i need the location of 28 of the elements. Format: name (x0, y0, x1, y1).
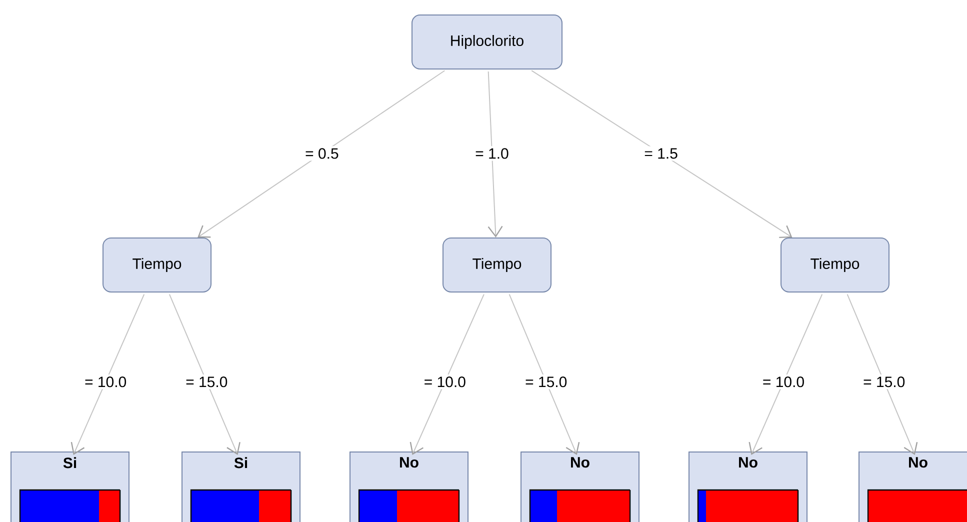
edge-label: = 10.0 (85, 376, 126, 388)
leaf-node: No (520, 451, 640, 522)
leaf-node: No (688, 451, 808, 522)
arrow (508, 294, 580, 455)
arrow (531, 70, 792, 238)
split-node: Tiempo (102, 237, 212, 292)
leaf-node: Si (182, 451, 300, 522)
leaf-node: No (858, 451, 967, 522)
edge-label: = 15.0 (864, 376, 905, 388)
arrow (70, 294, 145, 455)
arrow (488, 71, 503, 238)
arrow (748, 294, 823, 455)
arrow (410, 294, 484, 455)
leaf-node: No (350, 451, 468, 522)
edge-label: = 15.0 (526, 376, 567, 388)
leaf-node: Si (10, 451, 130, 522)
split-node: Hiploclorito (412, 14, 562, 70)
edge-label: = 1.0 (476, 148, 508, 159)
split-node: Tiempo (442, 237, 552, 292)
edge-label: = 10.0 (763, 376, 804, 388)
edge-label: = 0.5 (306, 148, 338, 159)
edge-label: = 1.5 (644, 148, 678, 159)
edge-label: = 15.0 (186, 376, 228, 388)
split-node: Tiempo (780, 237, 890, 292)
edge-label: = 10.0 (424, 376, 466, 388)
arrow (168, 294, 240, 455)
arrow (846, 294, 918, 455)
arrow (198, 70, 446, 238)
